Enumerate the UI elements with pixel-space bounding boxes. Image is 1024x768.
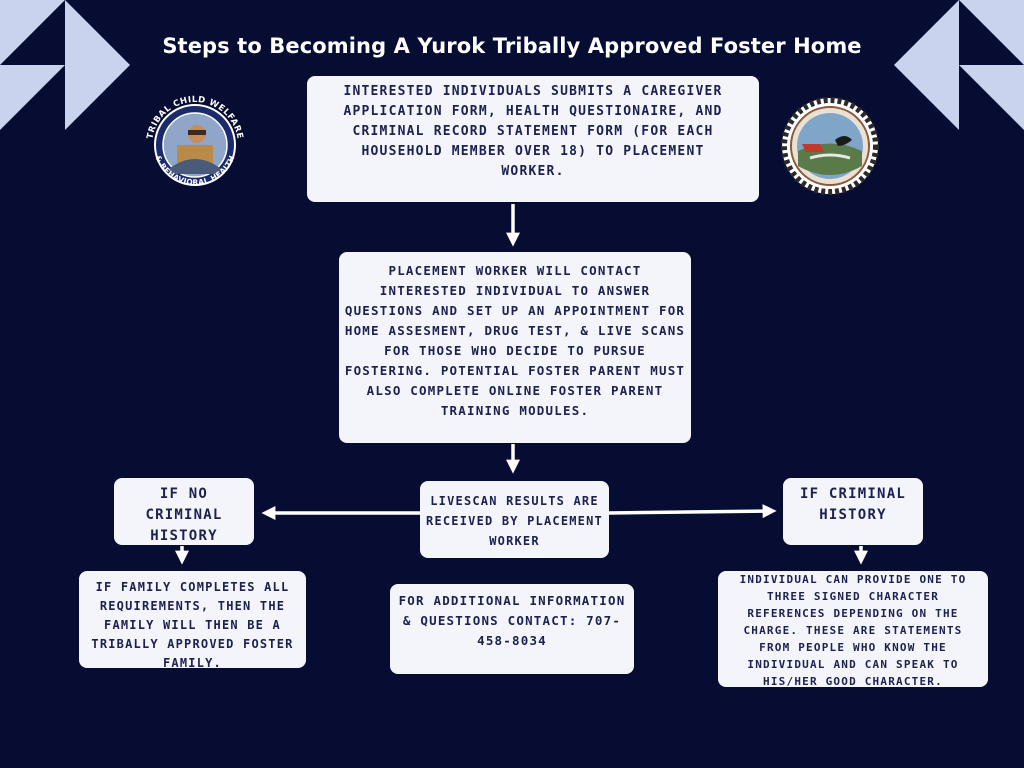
criminal-history-text: If criminal history — [800, 486, 906, 523]
page-title: Steps to Becoming A Yurok Tribally Appro… — [162, 34, 862, 58]
criminal-result-box: Individual can provide one to three sign… — [718, 571, 988, 688]
no-criminal-history-box: If no criminal history — [114, 478, 254, 545]
step-apply-box: Interested individuals submits a caregiv… — [307, 76, 759, 202]
corner-pattern-right — [894, 0, 1024, 130]
no-criminal-result-box: If family completes all requirements, th… — [79, 571, 306, 670]
contact-info-text: For additional information & questions c… — [398, 593, 626, 648]
criminal-result-text: Individual can provide one to three sign… — [739, 573, 967, 688]
no-criminal-result-text: If family completes all requirements, th… — [91, 580, 294, 670]
step-apply-text: Interested individuals submits a caregiv… — [343, 84, 723, 179]
step-contact-box: Placement worker will contact interested… — [339, 252, 691, 443]
corner-pattern-left — [0, 0, 130, 130]
tribal-child-welfare-seal-icon: TRIBAL CHILD WELFARE & BEHAVIORAL HEALTH — [145, 95, 244, 187]
criminal-history-box: If criminal history — [783, 478, 923, 545]
step-livescan-box: Livescan results are received by placeme… — [420, 481, 609, 558]
step-contact-text: Placement worker will contact interested… — [344, 263, 686, 418]
step-livescan-text: Livescan results are received by placeme… — [426, 494, 603, 548]
contact-info-box: For additional information & questions c… — [390, 584, 634, 674]
no-criminal-history-text: If no criminal history — [145, 486, 223, 544]
yurok-tribe-seal-icon — [781, 97, 879, 195]
arrow-livescan-to-criminal — [608, 504, 777, 519]
